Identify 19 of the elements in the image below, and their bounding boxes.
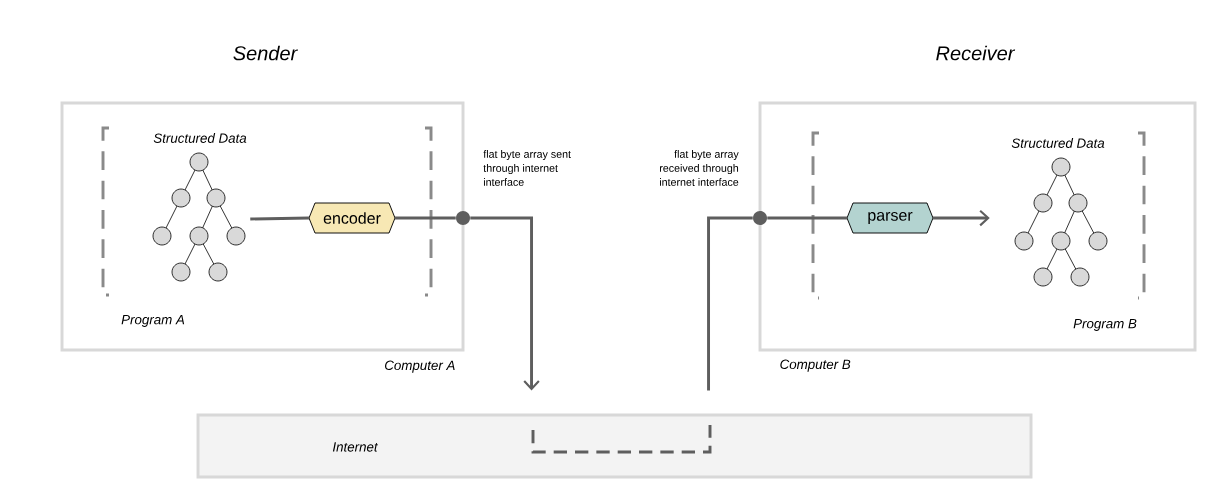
network-band: Internet	[196, 413, 1033, 479]
connector	[470, 216, 540, 391]
program-label: Program B	[1073, 319, 1137, 331]
tree-heading: Structured Data	[1011, 138, 1105, 148]
connector	[932, 209, 990, 227]
side-title: Receiver	[936, 45, 1016, 61]
tree-heading: Structured Data	[153, 133, 247, 143]
connector	[767, 216, 848, 220]
program-label: Program A	[121, 315, 185, 327]
connector	[394, 216, 456, 220]
box-label: Computer B	[780, 359, 851, 372]
box-label: Computer A	[385, 360, 455, 373]
note-text: flat byte array sent through internet interface	[483, 150, 571, 186]
connector	[707, 216, 753, 391]
connector	[250, 216, 310, 221]
encoder-hexagon: encoder	[308, 202, 396, 234]
parser-hexagon: parser	[846, 202, 934, 234]
note-text: flat byte array received through internet interface	[660, 150, 739, 186]
side-title: Sender	[233, 45, 298, 61]
